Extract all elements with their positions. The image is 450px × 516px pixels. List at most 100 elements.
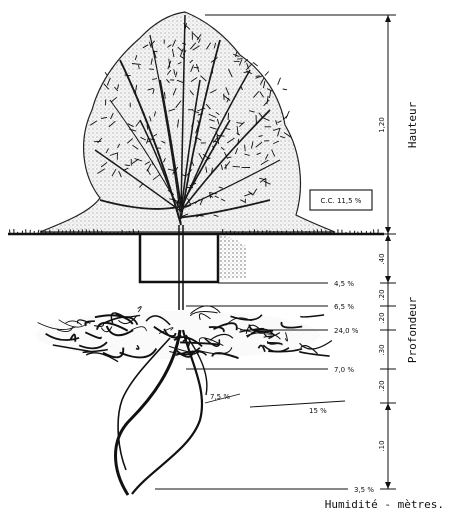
foliage-cluster	[271, 149, 276, 157]
foliage-cluster	[176, 79, 184, 84]
root-strand	[135, 344, 140, 350]
tree-branch	[180, 119, 231, 207]
foliage-cluster	[138, 65, 140, 70]
foliage-cluster	[258, 135, 263, 137]
foliage-cluster	[163, 91, 166, 99]
foliage-cluster	[239, 121, 245, 128]
foliage-cluster	[167, 189, 175, 196]
foliage-cluster	[97, 168, 106, 174]
foliage-cluster	[255, 141, 263, 148]
foliage-cluster	[277, 128, 281, 137]
root-strand	[100, 326, 113, 333]
foliage-cluster	[248, 110, 255, 113]
foliage-cluster	[234, 148, 239, 155]
foliage-cluster	[172, 39, 177, 47]
tree-branch	[180, 159, 281, 210]
foliage-cluster	[174, 166, 179, 173]
tree-branch	[94, 149, 182, 212]
foliage-cluster	[168, 108, 176, 112]
reading-label-6: 15 %	[309, 407, 327, 415]
root-strand	[225, 317, 252, 326]
depth-segment-6: .10	[378, 440, 386, 451]
tap-roots	[114, 329, 208, 496]
foliage-cluster	[250, 141, 254, 149]
foliage-cluster	[152, 78, 157, 80]
grass-tuft	[308, 230, 311, 235]
foliage-cluster	[235, 51, 238, 58]
foliage-cluster	[256, 152, 262, 156]
foliage-cluster	[149, 68, 155, 70]
foliage-cluster	[110, 112, 114, 120]
foliage-cluster	[100, 161, 108, 168]
grass-tuft	[229, 230, 231, 235]
grass-tuft	[253, 229, 255, 235]
foliage-cluster	[199, 197, 204, 206]
grass-tuft	[221, 229, 224, 235]
foliage-cluster	[209, 192, 217, 195]
depth-segment-5: .20	[378, 380, 386, 391]
depth-segment-3: .20	[378, 312, 386, 323]
depth-segment-4: .30	[378, 344, 386, 355]
root-strand	[45, 332, 80, 341]
foliage-cluster	[177, 46, 183, 53]
foliage-cluster	[195, 124, 199, 134]
foliage-cluster	[122, 167, 129, 172]
foliage-cluster	[118, 170, 122, 178]
foliage-cluster	[227, 156, 232, 159]
foliage-cluster	[195, 136, 202, 141]
axis-title-height: Hauteur	[406, 101, 419, 148]
foliage-cluster	[196, 214, 204, 217]
foliage-cluster	[233, 53, 240, 58]
grass-tuft	[125, 231, 128, 235]
tree-trunk	[178, 225, 184, 310]
foliage-cluster	[215, 111, 220, 115]
root-strand	[52, 344, 93, 353]
root-strand	[168, 345, 200, 354]
foliage-cluster	[218, 186, 223, 189]
root-strand	[76, 319, 91, 324]
foliage-cluster	[260, 159, 269, 165]
foliage-cluster	[197, 120, 200, 125]
foliage-cluster	[117, 84, 120, 90]
root-strand	[211, 352, 239, 360]
foliage-cluster	[129, 128, 137, 132]
grass-tuft	[285, 230, 288, 235]
tree-branch	[109, 99, 182, 212]
root-strand	[110, 312, 126, 324]
root-strand	[239, 327, 265, 333]
foliage-cluster	[205, 157, 211, 161]
foliage-cluster	[109, 152, 119, 156]
foliage-cluster	[177, 119, 180, 128]
grass-tuft	[44, 230, 47, 235]
foliage-cluster	[140, 136, 147, 141]
root-strand	[96, 321, 129, 332]
foliage-cluster	[255, 75, 260, 77]
foliage-cluster	[240, 199, 246, 203]
foliage-cluster	[168, 58, 171, 68]
foliage-cluster	[216, 118, 220, 125]
root-strand	[65, 320, 83, 326]
grass-tuft	[373, 229, 375, 235]
grass-tuft	[88, 230, 91, 235]
foliage-cluster	[181, 173, 187, 177]
foliage-cluster	[149, 116, 152, 122]
root-strand	[145, 315, 171, 326]
grass-tuft	[365, 231, 367, 235]
root-strand	[158, 327, 174, 334]
grass-tuft	[261, 230, 264, 235]
grass-tuft	[96, 229, 99, 235]
foliage-cluster	[285, 110, 290, 119]
foliage-cluster	[103, 83, 110, 90]
foliage-cluster	[223, 94, 231, 101]
root-strand	[246, 331, 281, 340]
root-strand	[266, 340, 280, 345]
foliage-cluster	[105, 148, 109, 154]
foliage-cluster	[181, 42, 187, 45]
reading-label-4: 7,0 %	[334, 366, 354, 374]
depth-segment-1: .40	[378, 253, 386, 264]
foliage-cluster	[147, 137, 155, 141]
field-capacity-box	[309, 189, 373, 211]
foliage-cluster	[244, 144, 246, 152]
foliage-cluster	[177, 197, 183, 199]
foliage-cluster	[217, 135, 225, 137]
